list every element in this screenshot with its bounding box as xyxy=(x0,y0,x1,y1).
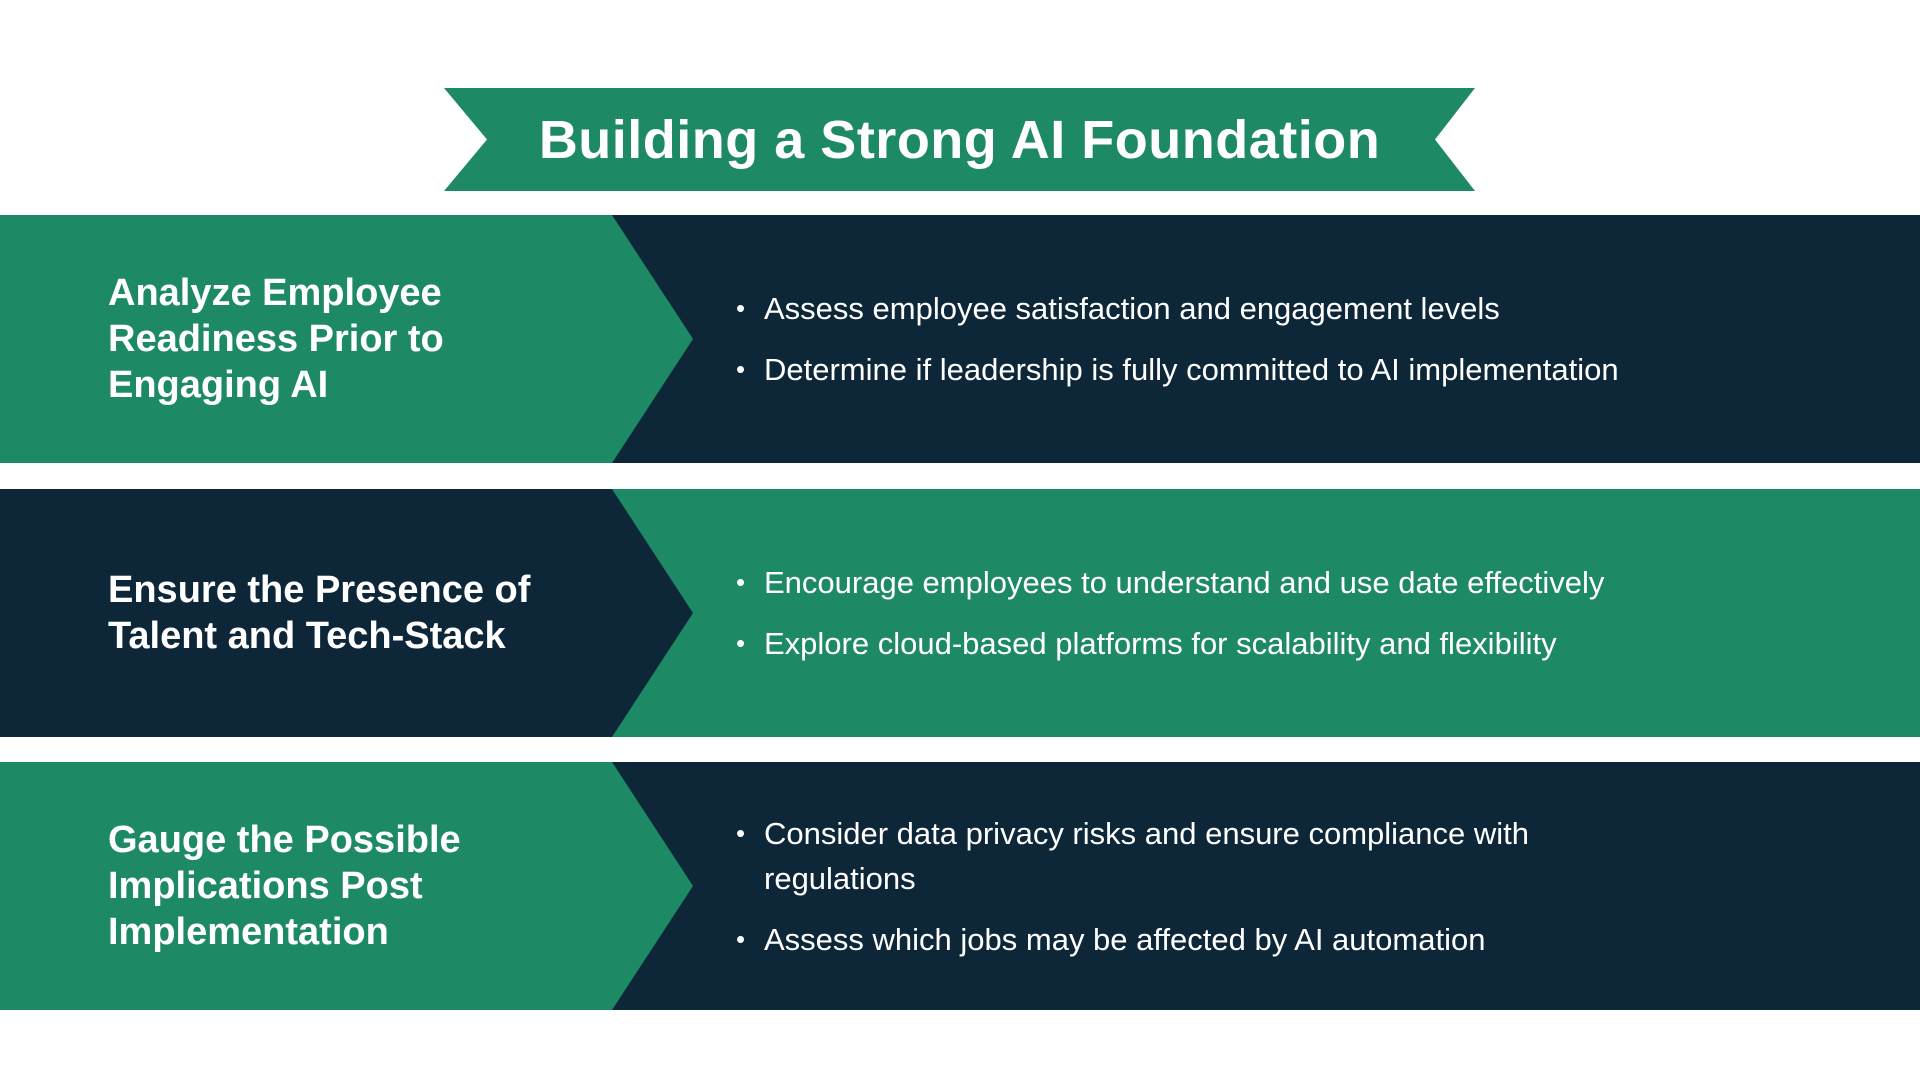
bullet-list: • Consider data privacy risks and ensure … xyxy=(736,762,1886,1010)
bullet-list: • Encourage employees to understand and u… xyxy=(736,489,1886,737)
row-employee-readiness: Analyze Employee Readiness Prior to Enga… xyxy=(0,215,1920,463)
bullet-icon: • xyxy=(736,923,746,954)
row-heading: Analyze Employee Readiness Prior to Enga… xyxy=(108,272,444,406)
page-title: Building a Strong AI Foundation xyxy=(538,109,1381,170)
row-talent-techstack: Ensure the Presence of Talent and Tech-S… xyxy=(0,489,1920,737)
list-item: • Assess employee satisfaction and engage… xyxy=(736,286,1886,331)
row-2-left-arrow xyxy=(0,489,693,737)
row-implications: Gauge the Possible Implications Post Imp… xyxy=(0,762,1920,1010)
title-ribbon xyxy=(444,88,1475,191)
list-item: • Encourage employees to understand and u… xyxy=(736,560,1886,605)
list-item: • Determine if leadership is fully commit… xyxy=(736,347,1886,392)
bullet-text: Encourage employees to understand and us… xyxy=(764,565,1605,600)
list-item: • Explore cloud-based platforms for scala… xyxy=(736,621,1886,666)
row-heading: Ensure the Presence of Talent and Tech-S… xyxy=(108,569,531,657)
row-1-left-arrow xyxy=(0,215,693,463)
bullet-text: Determine if leadership is fully committ… xyxy=(764,352,1619,387)
bullet-text: Assess which jobs may be affected by AI … xyxy=(764,921,1486,957)
bullet-icon: • xyxy=(736,354,746,384)
bullet-icon: • xyxy=(736,567,746,597)
row-3-left-arrow xyxy=(0,762,693,1010)
bullet-icon: • xyxy=(736,817,746,848)
list-item: • Consider data privacy risks and ensure … xyxy=(736,811,1886,901)
list-item: • Assess which jobs may be affected by AI… xyxy=(736,917,1886,962)
bullet-text: Consider data privacy risks and ensure c… xyxy=(764,815,1530,896)
bullet-text: Explore cloud-based platforms for scalab… xyxy=(764,626,1557,661)
bullet-icon: • xyxy=(736,628,746,658)
row-heading: Gauge the Possible Implications Post Imp… xyxy=(108,819,461,953)
bullet-text: Assess employee satisfaction and engagem… xyxy=(764,291,1500,326)
bullet-icon: • xyxy=(736,293,746,323)
bullet-list: • Assess employee satisfaction and engage… xyxy=(736,215,1886,463)
